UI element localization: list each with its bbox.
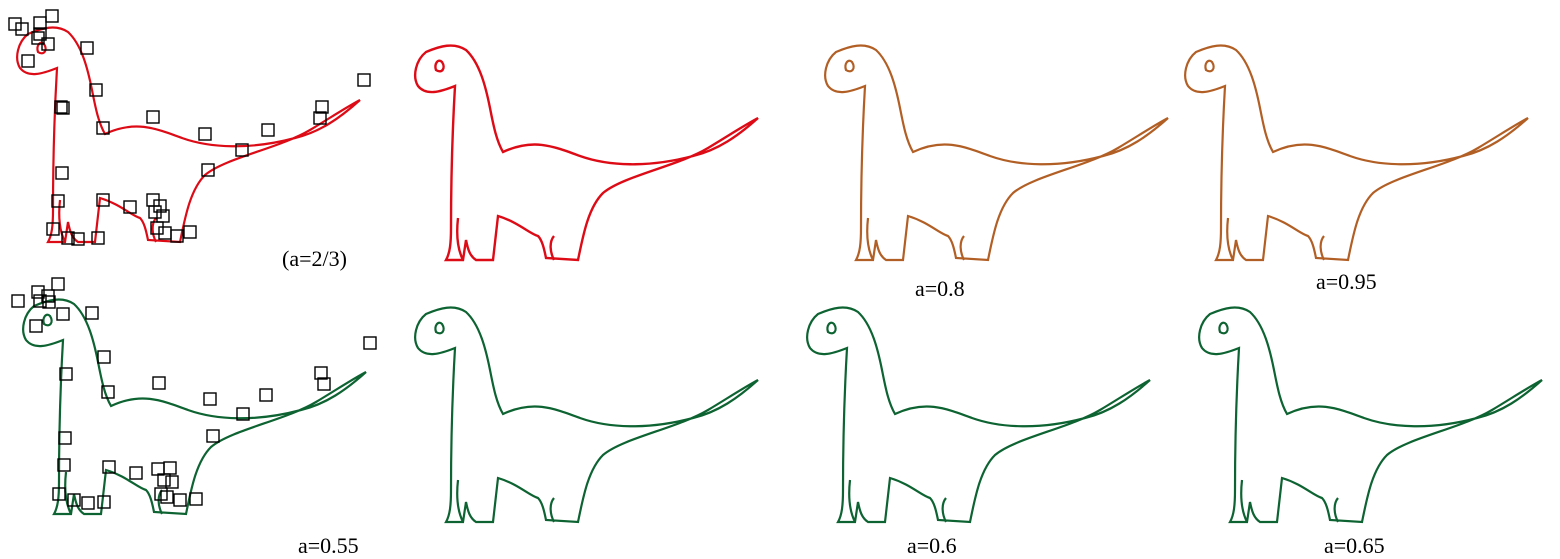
control-point-box — [189, 492, 203, 506]
control-point-box — [236, 407, 250, 421]
control-point-box — [31, 31, 45, 45]
control-point-box — [96, 121, 110, 135]
control-point-box — [15, 22, 29, 36]
label-top-3: a=0.8 — [915, 276, 965, 301]
control-point-box — [85, 306, 99, 320]
control-point-box — [58, 431, 72, 445]
control-point-box — [102, 460, 116, 474]
control-point-box — [165, 475, 179, 489]
control-point-box — [183, 225, 197, 239]
control-point-box — [11, 294, 25, 308]
control-point-box — [45, 9, 59, 23]
control-point-box — [259, 388, 273, 402]
control-point-box — [170, 229, 184, 243]
control-point-box — [29, 319, 43, 333]
control-point-box — [56, 101, 70, 115]
control-point-box — [153, 199, 167, 213]
control-point-box — [91, 231, 105, 245]
control-point-box — [21, 54, 35, 68]
curve-top-1 — [16, 26, 362, 244]
curve-top-3 — [824, 44, 1170, 262]
control-point-box — [46, 222, 60, 236]
control-point-box — [54, 100, 68, 114]
label-top-1: (a=2/3) — [282, 246, 347, 271]
control-point-box — [235, 143, 249, 157]
control-point-box — [152, 376, 166, 390]
panel-bot-3 — [806, 306, 1152, 524]
control-point-box — [61, 231, 75, 245]
control-point-box — [33, 294, 47, 308]
control-point-box — [317, 377, 331, 391]
panel-bot-2 — [414, 306, 760, 524]
control-point-box — [151, 462, 165, 476]
control-point-box — [56, 307, 70, 321]
control-point-box — [203, 392, 217, 406]
control-point-box — [81, 496, 95, 510]
control-point-box — [201, 163, 215, 177]
panel-top-2 — [413, 44, 760, 262]
control-point-box — [59, 367, 73, 381]
control-point-box — [42, 295, 56, 309]
curve-bot-2 — [414, 306, 760, 524]
control-point-box — [101, 385, 115, 399]
label-bot-3: a=0.6 — [907, 533, 957, 558]
control-point-box — [52, 487, 66, 501]
control-point-box — [198, 127, 212, 141]
panel-bot-4 — [1198, 306, 1544, 524]
panel-top-1 — [8, 9, 371, 246]
control-point-box — [129, 466, 143, 480]
control-point-box — [67, 493, 81, 507]
control-point-box — [97, 495, 111, 509]
control-point-box — [33, 27, 47, 41]
label-top-4: a=0.95 — [1316, 269, 1377, 294]
control-point-box — [8, 17, 22, 31]
panel-top-4 — [1184, 44, 1530, 262]
control-point-box — [173, 493, 187, 507]
curve-bot-4 — [1198, 306, 1544, 524]
control-point-box — [33, 16, 47, 30]
label-bot-1: a=0.55 — [298, 533, 359, 558]
control-point-box — [51, 194, 65, 208]
control-point-box — [314, 366, 328, 380]
curve-bot-1 — [22, 298, 368, 516]
control-point-box — [315, 100, 329, 114]
control-point-box — [158, 226, 172, 240]
control-point-box — [89, 83, 103, 97]
control-point-box — [313, 111, 327, 125]
label-bot-4: a=0.65 — [1324, 533, 1385, 558]
curve-bot-3 — [806, 306, 1152, 524]
control-points-bot-1 — [11, 277, 377, 510]
control-point-box — [96, 193, 110, 207]
control-point-box — [163, 461, 177, 475]
control-point-box — [146, 110, 160, 124]
control-point-box — [150, 221, 164, 235]
control-point-box — [55, 166, 69, 180]
control-point-box — [261, 123, 275, 137]
control-point-box — [31, 285, 45, 299]
control-point-box — [51, 277, 65, 291]
panel-top-3 — [824, 44, 1170, 262]
control-point-box — [363, 336, 377, 350]
control-points-top-1 — [8, 9, 371, 246]
control-point-box — [71, 232, 85, 246]
control-point-box — [57, 458, 71, 472]
curve-top-2 — [413, 44, 760, 262]
control-point-box — [123, 200, 137, 214]
panel-bot-1 — [11, 277, 377, 516]
control-point-box — [80, 41, 94, 55]
control-point-box — [160, 490, 174, 504]
control-point-box — [357, 73, 371, 87]
control-point-box — [206, 429, 220, 443]
control-point-box — [97, 350, 111, 364]
curve-top-4 — [1184, 44, 1530, 262]
